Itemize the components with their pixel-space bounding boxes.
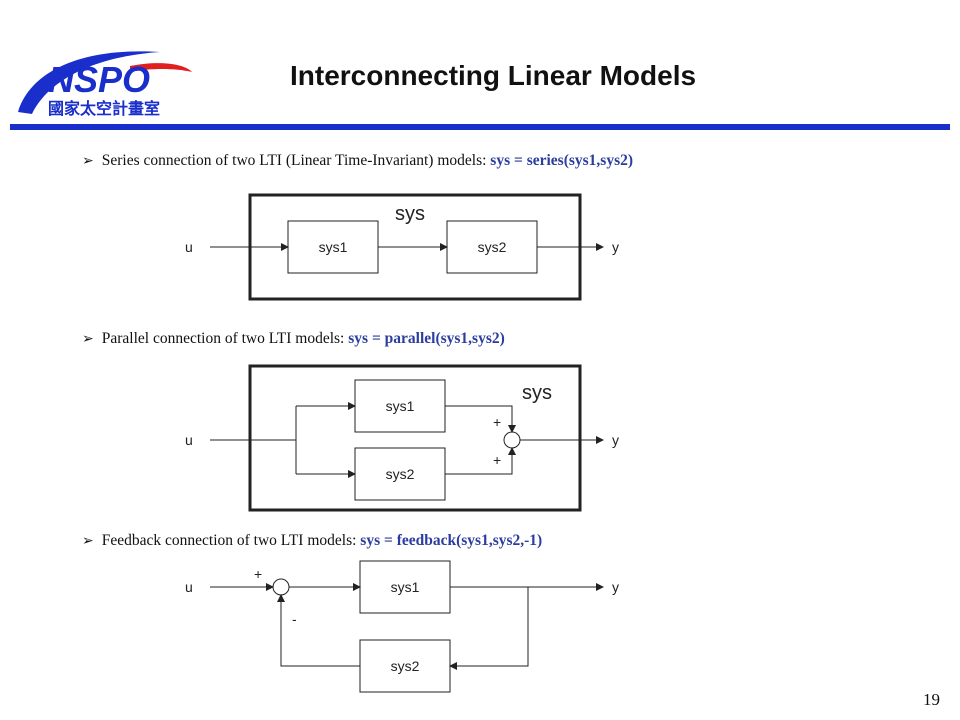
- series-sys1-label: sys1: [319, 239, 348, 255]
- bullet-parallel-cmd: sys = parallel(sys1,sys2): [348, 330, 505, 347]
- arrow-bullet-icon: ➢: [82, 331, 94, 347]
- feedback-sign-plus: +: [254, 566, 262, 582]
- series-diagram: [210, 193, 604, 301]
- logo-swoosh: [18, 51, 160, 114]
- bullet-series-cmd: sys = series(sys1,sys2): [490, 152, 634, 169]
- logo-swoosh-red: [130, 63, 192, 72]
- parallel-outer-box: [248, 364, 582, 512]
- parallel-sign-bottom: +: [493, 452, 501, 468]
- bullet-feedback-cmd: sys = feedback(sys1,sys2,-1): [360, 532, 543, 549]
- nspo-logo: NSPO 國家太空計畫室: [18, 51, 192, 118]
- parallel-output-label: y: [612, 432, 619, 448]
- parallel-sys1-out-arrow: [445, 405, 516, 433]
- feedback-diagram: [210, 560, 604, 693]
- series-sys2-label: sys2: [478, 239, 507, 255]
- parallel-sys2-out-arrow: [445, 447, 516, 475]
- parallel-sys1-label: sys1: [386, 398, 415, 414]
- logo-text: NSPO: [48, 59, 150, 100]
- page-number: 19: [923, 690, 940, 709]
- feedback-loop-return-arrow: [277, 594, 360, 667]
- feedback-loop-to-sys2-arrow: [449, 587, 529, 670]
- feedback-output-label: y: [612, 579, 619, 595]
- arrow-bullet-icon: ➢: [82, 533, 94, 549]
- parallel-sign-top: +: [493, 414, 501, 430]
- bullet-series-text: Series connection of two LTI (Linear Tim…: [101, 152, 491, 169]
- bullet-series: ➢ Series connection of two LTI (Linear Ti…: [82, 152, 633, 170]
- parallel-outer-label: sys: [522, 382, 552, 404]
- feedback-summing-junction: [272, 578, 290, 596]
- bullet-parallel: ➢Parallel connection of two LTI models: …: [82, 330, 505, 348]
- bullet-parallel-text: Parallel connection of two LTI models:: [101, 330, 349, 347]
- bullet-feedback: ➢Feedback connection of two LTI models: …: [82, 532, 542, 550]
- parallel-diagram: [210, 364, 604, 512]
- title-divider: [10, 124, 950, 130]
- bullet-feedback-text: Feedback connection of two LTI models:: [101, 532, 361, 549]
- series-outer-label: sys: [395, 203, 425, 225]
- feedback-sys2-label: sys2: [391, 658, 420, 674]
- logo-subtitle: 國家太空計畫室: [48, 99, 160, 118]
- parallel-sys2-label: sys2: [386, 466, 415, 482]
- page-title: Interconnecting Linear Models: [290, 60, 697, 91]
- series-output-label: y: [612, 239, 619, 255]
- series-input-label: u: [185, 239, 193, 255]
- parallel-input-label: u: [185, 432, 193, 448]
- arrow-bullet-icon: ➢: [82, 153, 94, 169]
- feedback-sign-minus: -: [292, 611, 297, 627]
- parallel-summing-junction: [503, 431, 521, 449]
- feedback-input-label: u: [185, 579, 193, 595]
- feedback-sys1-label: sys1: [391, 579, 420, 595]
